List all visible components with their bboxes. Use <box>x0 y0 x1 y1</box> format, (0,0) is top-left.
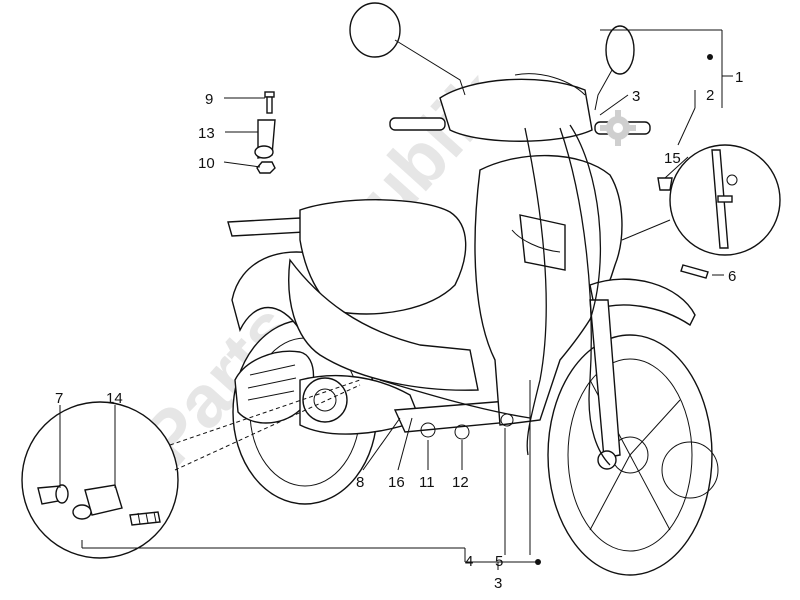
callout-3-bottom: 3 <box>494 575 502 592</box>
callout-14: 14 <box>106 390 123 407</box>
callout-5: 5 <box>495 553 503 570</box>
callout-11: 11 <box>419 474 435 491</box>
part-circlip-12 <box>454 424 470 440</box>
part-nut <box>256 161 276 174</box>
part-circlip-11 <box>420 422 436 438</box>
callout-2: 2 <box>706 87 714 104</box>
callout-8: 8 <box>356 474 364 491</box>
callout-1: 1 <box>735 69 743 86</box>
callout-7: 7 <box>55 390 63 407</box>
callouts: 1 2 3 15 6 9 13 10 7 14 8 16 11 12 4 5 3 <box>55 69 743 592</box>
callout-16: 16 <box>388 474 405 491</box>
callout-3-top: 3 <box>632 88 640 105</box>
callout-10: 10 <box>198 155 215 172</box>
leader-lines <box>59 29 733 570</box>
part-screw <box>264 91 275 114</box>
dot-marker-icon <box>707 54 713 60</box>
part-clip <box>657 177 673 191</box>
left-mirror <box>349 2 401 58</box>
speedometer-cable <box>559 127 611 466</box>
part-washer-5 <box>500 413 514 427</box>
handlebar-cover <box>439 78 593 142</box>
brake-cable <box>524 127 547 456</box>
callout-13: 13 <box>198 125 215 142</box>
callout-4: 4 <box>465 553 473 570</box>
gear-icon <box>600 110 636 146</box>
callout-6: 6 <box>728 268 736 285</box>
detail-circle-left <box>21 401 179 559</box>
callout-12: 12 <box>452 474 469 491</box>
right-mirror <box>605 25 635 75</box>
callout-15: 15 <box>664 150 681 167</box>
cables <box>379 124 611 466</box>
part-pin <box>680 264 709 279</box>
scooter-illustration <box>227 2 719 576</box>
part-clamp <box>254 119 276 159</box>
callout-9: 9 <box>205 91 213 108</box>
dot-marker-icon <box>535 559 541 565</box>
